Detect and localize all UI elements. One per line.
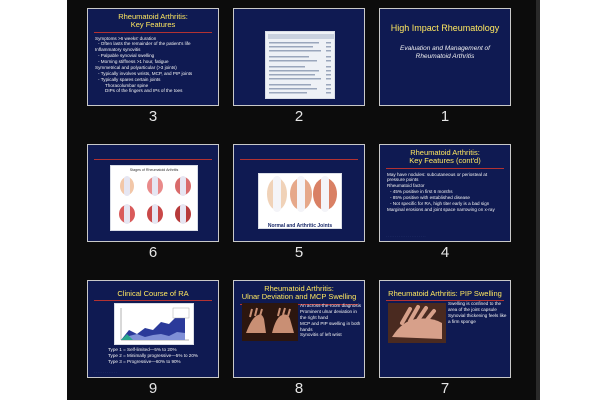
bullet-line: Symptoms >6 weeks' duration — [95, 35, 157, 41]
bullet-line: Inflammatory synovitis — [95, 47, 141, 53]
slide-thumbnail-9[interactable]: Clinical Course of RA Type 1 = Self-limi… — [87, 280, 219, 378]
bullet-line: Type 3 = Progressive—60% to 90% — [108, 358, 181, 364]
title-divider — [94, 300, 212, 302]
title-divider — [386, 167, 504, 169]
joints-illustration: Normal and Arthritic Joints — [258, 173, 342, 229]
slide-number: 5 — [294, 244, 304, 261]
slide-thumbnail-7[interactable]: Rheumatoid Arthritis: PIP Swelling Swell… — [379, 280, 511, 378]
slide-sorter[interactable]: Rheumatoid Arthritis: Key Features Sympt… — [67, 0, 540, 400]
title-divider — [94, 159, 212, 160]
contents-list-graphic — [268, 34, 334, 94]
bullet-line: Prominent ulnar deviation in the right h… — [300, 308, 357, 320]
bullet-line: Swelling is confined to the area of the … — [448, 301, 502, 312]
bullet-line: May have nodules: subcutaneous or perios… — [387, 171, 488, 183]
bullet-line: Synovitis of left wrist — [300, 332, 342, 338]
slide-title: High Impact Rheumatology — [390, 23, 500, 33]
slide-body: Swelling is confined to the area of the … — [448, 301, 508, 325]
title-divider — [240, 303, 358, 305]
bullet-line: - Not specific for RA, high titer early … — [390, 200, 490, 206]
slide-body: Symptoms >6 weeks' duration- Often lasts… — [88, 33, 218, 95]
bullet-line: Thoracolumbar spine — [105, 82, 149, 88]
slide-number: 2 — [294, 108, 304, 125]
bullet-line: - 85% positive with established disease — [390, 195, 470, 200]
clinical-course-chart — [114, 303, 194, 345]
bullet-line: Type 2 = Minimally progressive—5% to 20% — [108, 352, 198, 358]
title-divider — [240, 159, 358, 160]
slide-title: Rheumatoid Arthritis: Key Features — [118, 12, 188, 30]
joint-comparison-graphic — [267, 176, 337, 212]
bullet-line: Symmetrical and polyarticular (>3 joints… — [95, 64, 177, 70]
title-divider — [94, 31, 212, 33]
bullet-line: - Palpable synovial swelling — [98, 53, 155, 59]
bullet-line: Type 1 = Self-limited—5% to 20% — [108, 347, 177, 352]
bullet-line: Synovial thickening feels like a firm sp… — [448, 312, 507, 324]
bullet-line: - 45% positive in first 6 months — [390, 189, 453, 195]
slide-number: 3 — [148, 108, 158, 125]
course-area-graphic — [120, 307, 190, 341]
slide-thumbnail-3[interactable]: Rheumatoid Arthritis: Key Features Sympt… — [87, 8, 219, 106]
table-of-contents-image — [265, 31, 335, 99]
slide-thumbnail-6[interactable]: Stages of Rheumatoid Arthritis — [87, 144, 219, 242]
slide-thumbnail-1[interactable]: High Impact Rheumatology Evaluation and … — [379, 8, 511, 106]
slide-number: 1 — [440, 108, 450, 125]
title-divider — [386, 300, 504, 302]
slide-title: Rheumatoid Arthritis: Key Features (cont… — [409, 148, 481, 166]
slide-number: 6 — [148, 244, 158, 261]
bullet-line: - Often lasts the remainder of the patie… — [98, 41, 191, 47]
bullet-line: DIPs of the fingers and IPs of the toes — [105, 88, 183, 94]
hand-photo-graphic — [388, 303, 446, 343]
hand-photo — [388, 303, 446, 343]
slide-thumbnail-2[interactable] — [233, 8, 365, 106]
bullet-line: An across-the-room diagnosis — [300, 303, 362, 308]
slide-thumbnail-8[interactable]: Rheumatoid Arthritis: Ulnar Deviation an… — [233, 280, 365, 378]
slide-thumbnail-5[interactable]: Normal and Arthritic Joints — [233, 144, 365, 242]
slide-number: 4 — [440, 244, 450, 261]
bullet-line: Marginal erosions and joint space narrow… — [387, 206, 495, 212]
slide-body: Type 1 = Self-limited—5% to 20%Type 2 = … — [108, 347, 198, 365]
slide-number: 9 — [148, 380, 158, 397]
bullet-line: - Morning stiffness >1 hour, fatigue — [98, 59, 169, 64]
stages-illustration-title: Stages of Rheumatoid Arthritis — [129, 168, 179, 172]
slide-subtitle: Evaluation and Management of Rheumatoid … — [400, 45, 490, 61]
bullet-line: - Typically spares certain joints — [98, 76, 161, 82]
slide-title: Rheumatoid Arthritis: Ulnar Deviation an… — [241, 284, 357, 302]
hands-photo-graphic — [242, 303, 298, 341]
slide-number: 7 — [440, 380, 450, 397]
bullet-line: MCP and PIP swelling in both hands — [300, 320, 361, 332]
hands-photo — [242, 303, 298, 341]
slide-body: May have nodules: subcutaneous or perios… — [380, 169, 510, 213]
joint-stages-graphic — [119, 176, 191, 224]
stages-illustration: Stages of Rheumatoid Arthritis — [110, 165, 198, 231]
slide-title: Clinical Course of RA — [117, 289, 189, 298]
bullet-line: Rheumatoid factor — [387, 183, 425, 189]
slide-title: Rheumatoid Arthritis: PIP Swelling — [388, 289, 502, 298]
slide-footer-text: · · · · · · · · · · · · · — [94, 370, 117, 374]
slide-number: 8 — [294, 380, 304, 397]
slide-footer-text: · · · · · · · · · · · · · · · · · · · · … — [386, 234, 426, 238]
bullet-line: - Typically involves wrists, MCP, and PI… — [98, 70, 193, 76]
slide-thumbnail-4[interactable]: Rheumatoid Arthritis: Key Features (cont… — [379, 144, 511, 242]
joints-caption: Normal and Arthritic Joints — [267, 223, 333, 229]
